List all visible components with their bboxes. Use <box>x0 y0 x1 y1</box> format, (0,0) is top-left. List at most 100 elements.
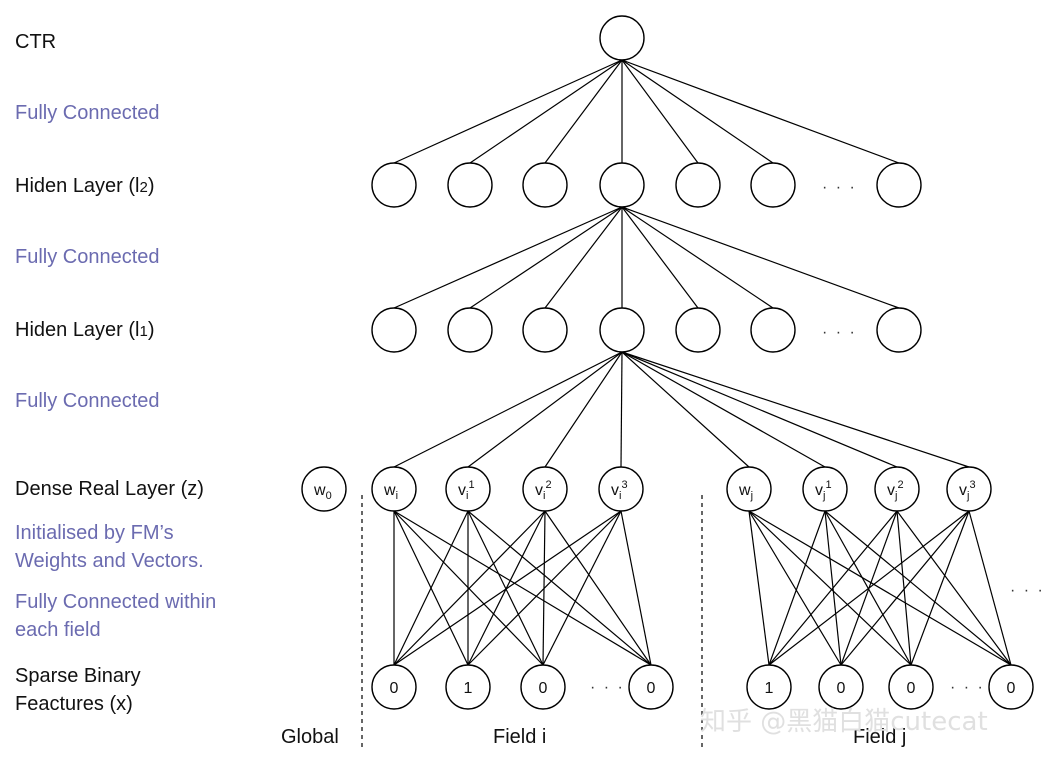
edge-field-j-1-0 <box>748 510 842 666</box>
edge-field-j-2-2 <box>896 510 912 666</box>
sparse-field-i-node-2 <box>520 664 566 710</box>
dense-node-label-vj2: vj2 <box>887 479 904 502</box>
edge-field-j-2-0 <box>748 510 912 666</box>
edge-h1-dense-7 <box>621 351 970 468</box>
dense-node-wj <box>726 466 772 512</box>
edge-h1-dense-6 <box>621 351 898 468</box>
sparse-field-j-node-0 <box>746 664 792 710</box>
hidden1-node-0 <box>371 307 417 353</box>
field-j-region-label: Field j <box>853 726 906 748</box>
hidden2-node-5 <box>750 162 796 208</box>
hidden1-node-3 <box>599 307 645 353</box>
edge-h1-dense-5 <box>621 351 826 468</box>
field-i-region-label: Field i <box>493 726 546 748</box>
edge-field-j-2-3 <box>910 510 970 666</box>
edge-ctr-h2-0 <box>393 59 623 164</box>
initialised-label-line1: Initialised by FM’s <box>15 522 174 544</box>
initialised-label-line2: Weights and Vectors. <box>15 550 204 572</box>
edge-field-j-3-0 <box>748 510 1012 666</box>
edge-h2-h1-6 <box>621 206 900 309</box>
edge-field-j-0-0 <box>748 510 770 666</box>
edge-field-i-2-0 <box>393 510 544 666</box>
dense-node-label-vj1: vj1 <box>815 479 832 502</box>
sparse-field-i-value-1: 1 <box>464 680 473 697</box>
edge-field-i-3-0 <box>393 510 652 666</box>
edge-ctr-h2-6 <box>621 59 900 164</box>
edge-field-i-2-1 <box>467 510 544 666</box>
watermark: 知乎 @黑猫白猫cutecat <box>700 707 988 737</box>
hidden2-node-1 <box>447 162 493 208</box>
edge-field-j-3-2 <box>896 510 1012 666</box>
edge-h2-h1-0 <box>393 206 623 309</box>
edge-h1-dense-3 <box>620 351 623 468</box>
edge-field-i-0-3 <box>393 510 622 666</box>
hidden2-node-0 <box>371 162 417 208</box>
edge-field-j-0-1 <box>768 510 826 666</box>
fully-connected-label-3: Fully Connected <box>15 390 160 412</box>
fc-within-field-label-line1: Fully Connected within <box>15 591 216 613</box>
edge-field-i-3-1 <box>467 510 652 666</box>
sparse-field-j-value-3: 0 <box>1007 680 1016 697</box>
edge-field-j-1-2 <box>840 510 898 666</box>
sparse-field-i-value-3: 0 <box>647 680 656 697</box>
fc-within-field-label-line2: each field <box>15 619 101 641</box>
sparse-features-label-line2: Feactures (x) <box>15 693 133 715</box>
dense-node-vi2 <box>522 466 568 512</box>
sparse-field-j-node-3 <box>988 664 1034 710</box>
dense-node-label-wi: wi <box>383 482 398 502</box>
hidden2-ellipsis: · · · <box>822 179 857 196</box>
dense-node-vi3 <box>598 466 644 512</box>
sparse-field-i-node-3 <box>628 664 674 710</box>
dense-node-label-w0: w0 <box>313 482 332 502</box>
hidden-layer-2-label: Hiden Layer (l2) <box>15 175 155 197</box>
edge-field-i-2-2 <box>542 510 546 666</box>
sparse-field-i-value-0: 0 <box>390 680 399 697</box>
hidden1-node-4 <box>675 307 721 353</box>
dense-node-vi1 <box>445 466 491 512</box>
hidden1-node-6 <box>876 307 922 353</box>
sparse-field-j-value-0: 1 <box>765 680 774 697</box>
sparse-field-j-node-2 <box>888 664 934 710</box>
edge-h2-h1-5 <box>621 206 774 309</box>
edge-field-j-1-3 <box>840 510 970 666</box>
edge-field-i-1-2 <box>467 510 546 666</box>
hidden2-node-2 <box>522 162 568 208</box>
dense-node-label-vi1: vi1 <box>458 479 475 502</box>
hidden2-node-3 <box>599 162 645 208</box>
hidden1-ellipsis: · · · <box>822 324 857 341</box>
edge-field-j-3-3 <box>968 510 1012 666</box>
edge-field-i-2-3 <box>542 510 622 666</box>
ctr-label: CTR <box>15 31 56 53</box>
fully-connected-label-1: Fully Connected <box>15 102 160 124</box>
dense-node-label-vj3: vj3 <box>959 479 976 502</box>
edge-h1-dense-0 <box>393 351 623 468</box>
edge-h2-h1-4 <box>621 206 699 309</box>
dense-real-layer-label: Dense Real Layer (z) <box>15 478 204 500</box>
edge-field-i-3-2 <box>544 510 652 666</box>
dense-node-label-vi2: vi2 <box>535 479 552 502</box>
edge-field-j-1-1 <box>824 510 842 666</box>
edge-ctr-h2-2 <box>544 59 623 164</box>
global-region-label: Global <box>281 726 339 748</box>
edge-ctr-h2-5 <box>621 59 774 164</box>
hidden1-node-1 <box>447 307 493 353</box>
dense-node-label-vi3: vi3 <box>611 479 628 502</box>
dense-node-wi <box>371 466 417 512</box>
edge-ctr-h2-4 <box>621 59 699 164</box>
hidden1-node-5 <box>750 307 796 353</box>
sparse-field-i-node-0 <box>371 664 417 710</box>
field-j-ellipsis: · · · <box>950 679 985 696</box>
field-i-ellipsis: · · · <box>590 679 625 696</box>
edge-ctr-h2-1 <box>469 59 623 164</box>
fully-connected-label-2: Fully Connected <box>15 246 160 268</box>
dense-node-vj2 <box>874 466 920 512</box>
edge-field-j-3-1 <box>824 510 1012 666</box>
sparse-field-i-value-2: 0 <box>539 680 548 697</box>
sparse-features-label-line1: Sparse Binary <box>15 665 141 687</box>
edge-h1-dense-4 <box>621 351 750 468</box>
ctr-node <box>599 15 645 61</box>
edge-field-i-0-2 <box>393 510 546 666</box>
